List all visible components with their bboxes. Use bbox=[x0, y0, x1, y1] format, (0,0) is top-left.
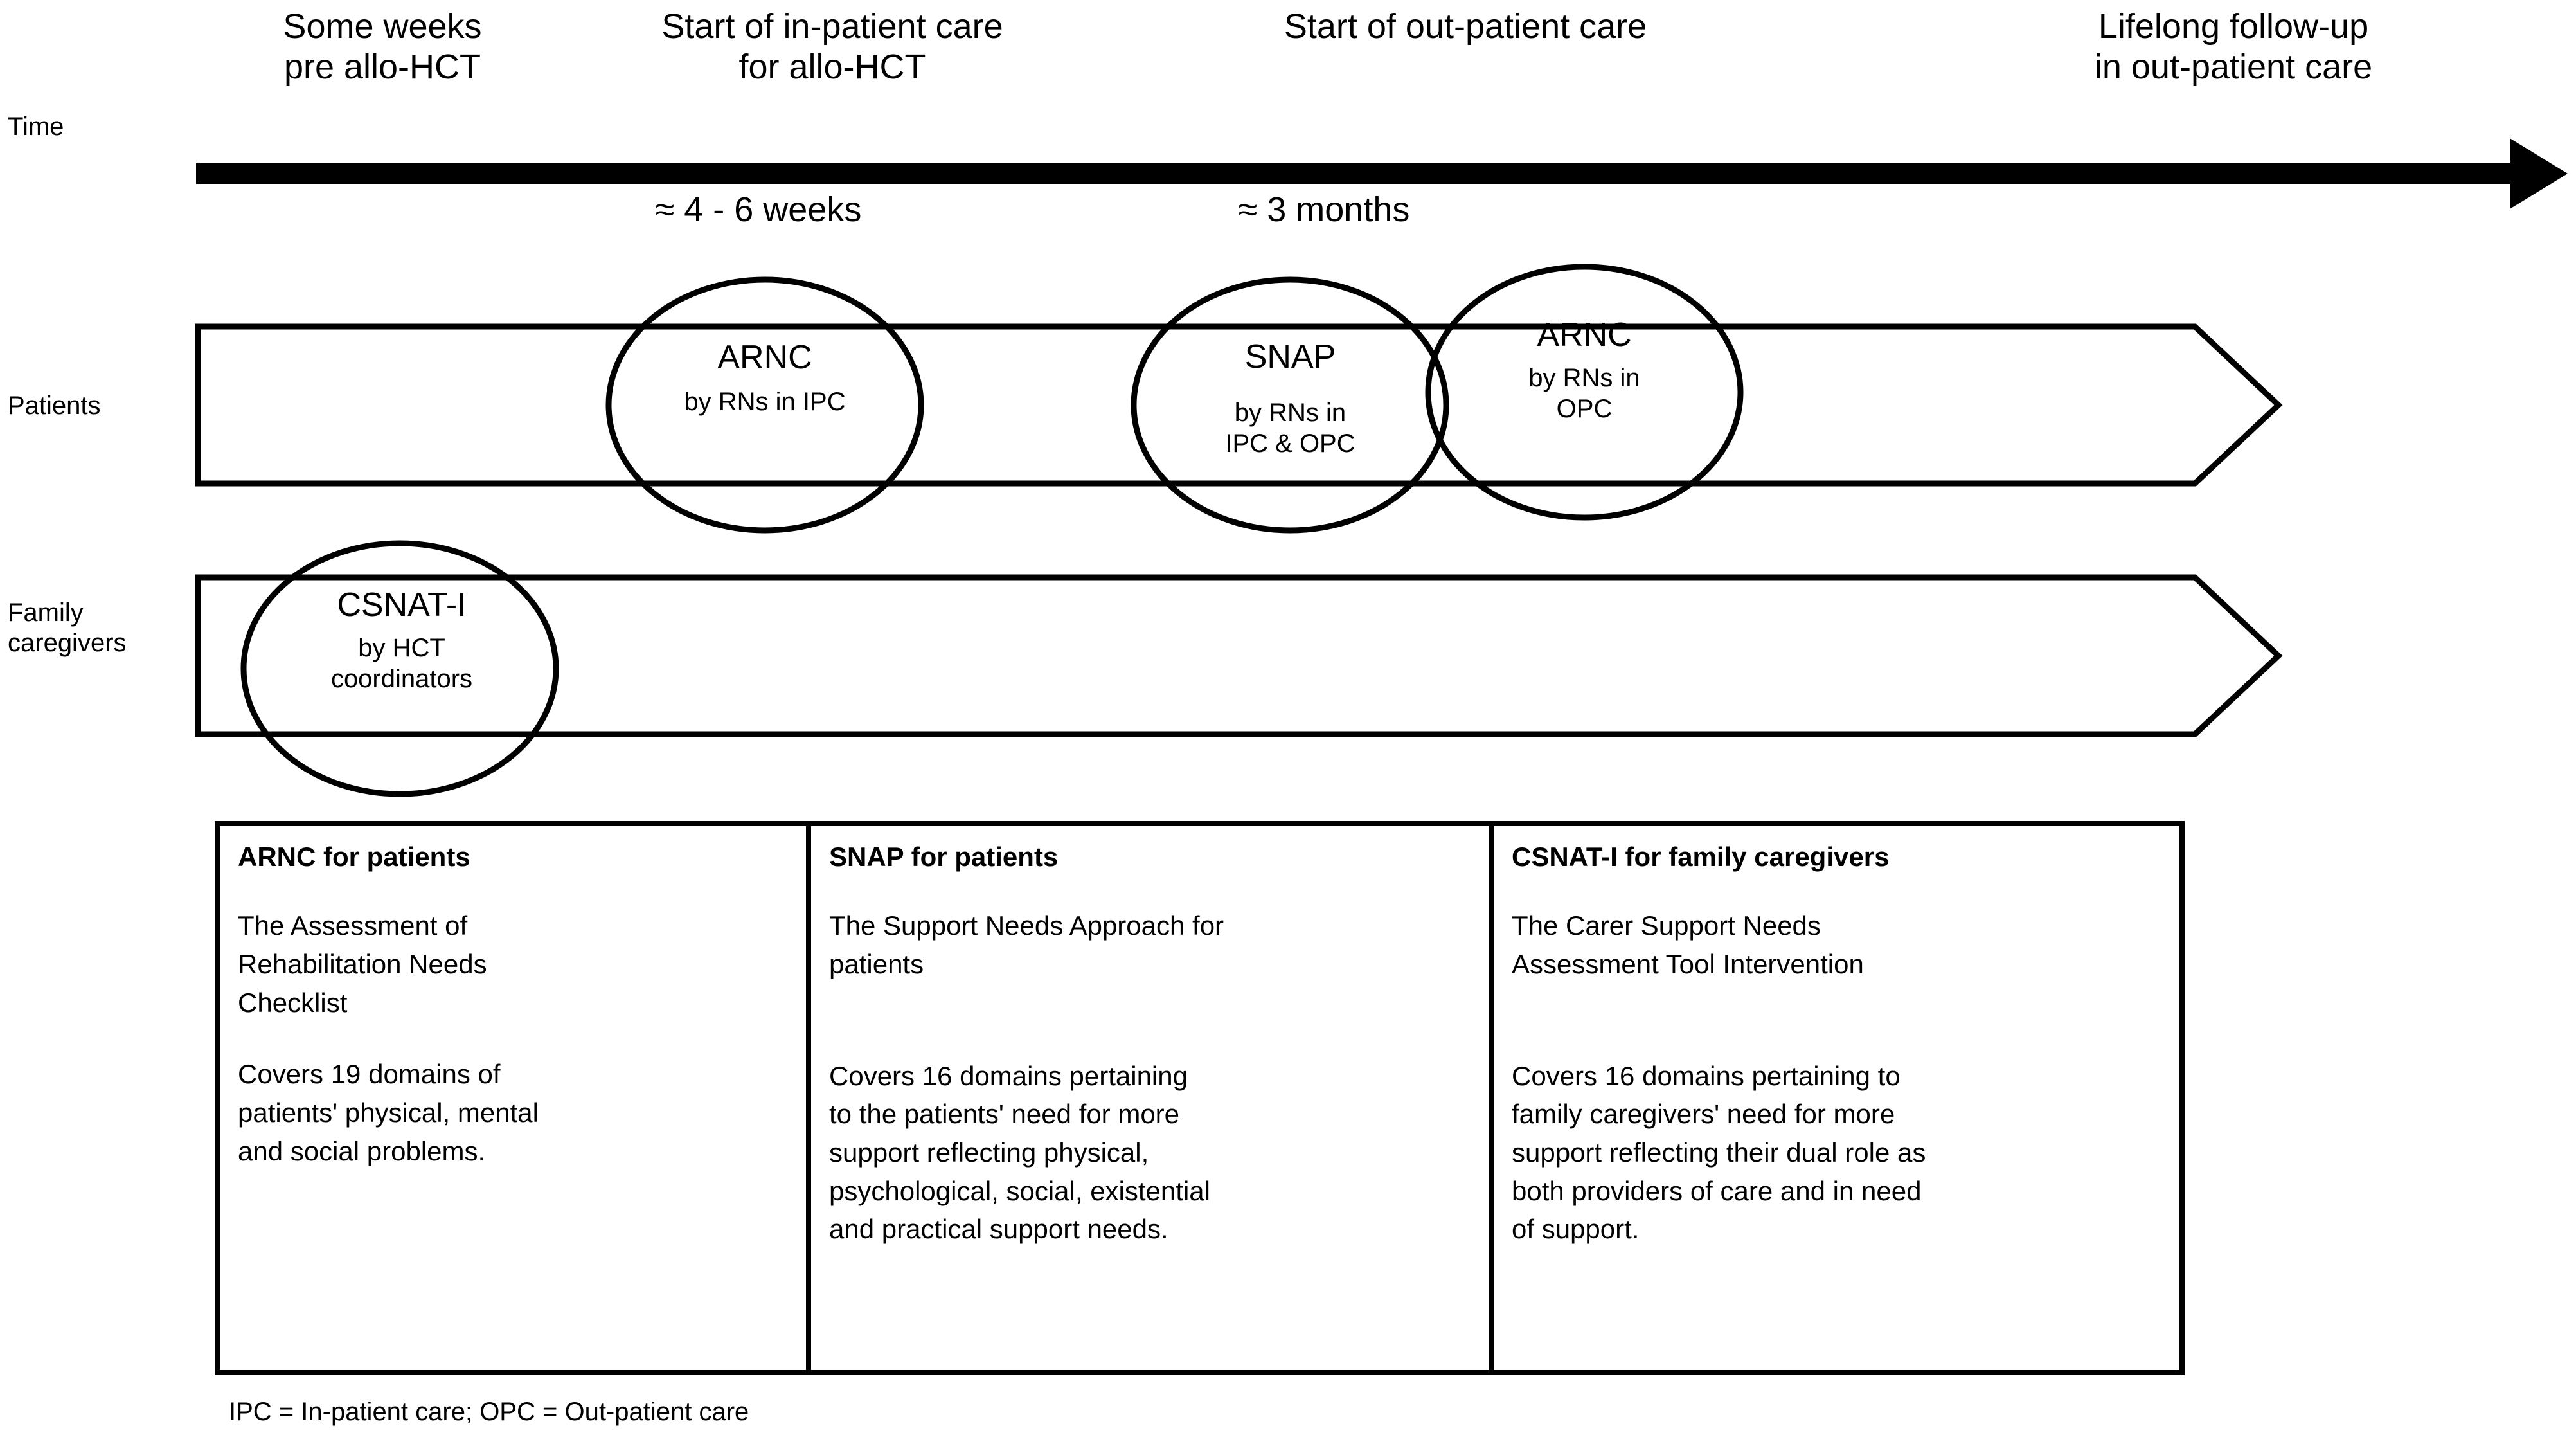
event-subtitle-arnc-ipc: by RNs in IPC bbox=[684, 388, 846, 417]
table-cell-arnc: ARNC for patients The Assessment of Reha… bbox=[238, 841, 791, 1170]
family-caregivers-band bbox=[195, 574, 2283, 737]
duration-label-2: ≈ 3 months bbox=[1238, 190, 1410, 229]
event-title-csnat-i: CSNAT-I bbox=[337, 586, 467, 624]
row-label-patients: Patients bbox=[8, 392, 101, 420]
milestone-label-2: Start of in-patient care for allo-HCT bbox=[661, 7, 1003, 86]
event-label-csnat-i: CSNAT-I by HCT coordinators bbox=[264, 585, 540, 694]
event-ellipse-arnc-opc bbox=[1425, 264, 1744, 521]
event-title-arnc-opc: ARNC bbox=[1537, 316, 1632, 354]
table-heading-csnat: CSNAT-I for family caregivers bbox=[1512, 842, 1890, 872]
event-title-arnc-ipc: ARNC bbox=[717, 339, 812, 376]
table-description-snap: Covers 16 domains pertaining to the pati… bbox=[829, 1060, 1210, 1245]
event-ellipse-csnat-i bbox=[240, 540, 559, 797]
time-axis-arrow bbox=[196, 138, 2568, 209]
table-heading-arnc: ARNC for patients bbox=[238, 842, 470, 872]
milestone-label-4: Lifelong follow-up in out-patient care bbox=[2094, 7, 2373, 86]
row-label-family-caregivers: Family caregivers bbox=[8, 599, 127, 658]
event-label-arnc-opc: ARNC by RNs in OPC bbox=[1465, 315, 1703, 424]
event-ellipse-snap bbox=[1131, 276, 1449, 534]
table-definition-csnat: The Carer Support Needs Assessment Tool … bbox=[1512, 910, 1864, 980]
event-subtitle-snap: by RNs in IPC & OPC bbox=[1225, 398, 1355, 458]
abbreviation-footnote: IPC = In-patient care; OPC = Out-patient… bbox=[229, 1398, 749, 1426]
table-description-csnat: Covers 16 domains pertaining to family c… bbox=[1512, 1060, 1926, 1245]
event-label-arnc-ipc: ARNC by RNs in IPC bbox=[604, 338, 926, 417]
info-table-rules bbox=[215, 821, 2185, 1375]
event-ellipse-arnc-ipc bbox=[605, 276, 924, 534]
event-subtitle-csnat-i: by HCT coordinators bbox=[330, 634, 473, 694]
patients-band bbox=[195, 323, 2283, 487]
table-heading-snap: SNAP for patients bbox=[829, 842, 1059, 872]
table-cell-csnat: CSNAT-I for family caregivers The Carer … bbox=[1512, 841, 2174, 1249]
table-cell-snap: SNAP for patients The Support Needs Appr… bbox=[829, 841, 1478, 1249]
milestone-label-3: Start of out-patient care bbox=[1284, 7, 1647, 46]
row-label-time: Time bbox=[8, 113, 64, 141]
table-definition-arnc: The Assessment of Rehabilitation Needs C… bbox=[238, 910, 487, 1018]
table-description-arnc: Covers 19 domains of patients' physical,… bbox=[238, 1059, 539, 1166]
event-label-snap: SNAP by RNs in IPC & OPC bbox=[1141, 325, 1440, 471]
milestone-label-1: Some weeks pre allo-HCT bbox=[283, 7, 482, 86]
table-definition-snap: The Support Needs Approach for patients bbox=[829, 910, 1224, 980]
event-subtitle-arnc-opc: by RNs in OPC bbox=[1528, 364, 1640, 424]
duration-label-1: ≈ 4 - 6 weeks bbox=[655, 190, 862, 229]
event-title-snap: SNAP bbox=[1244, 338, 1336, 376]
